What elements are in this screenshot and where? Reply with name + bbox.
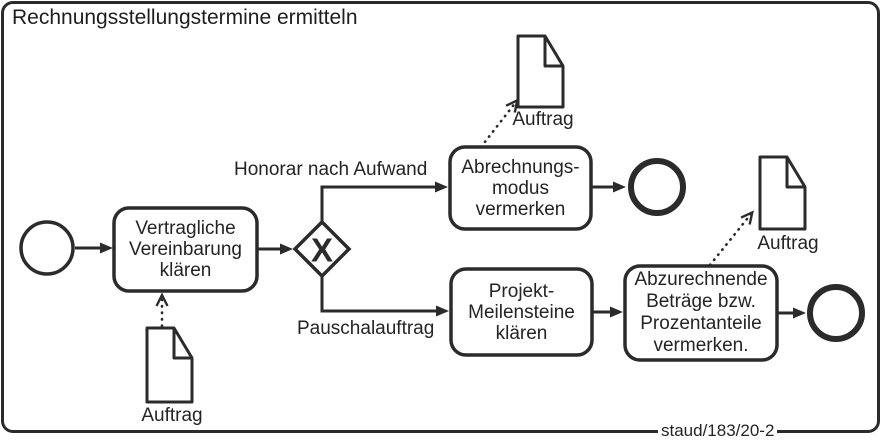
start-event: [19, 220, 75, 276]
source-credit: staud/183/20-2: [658, 421, 778, 441]
document-fold-2: [785, 157, 805, 189]
task-vertragliche-vereinbarung: [112, 206, 259, 293]
document-label-2: Auftrag: [757, 233, 819, 254]
flow-gateway-to-task3: [320, 276, 449, 317]
flow-label-honorar-nach-aufwand: Honorar nach Aufwand: [234, 159, 428, 180]
document-fold-3: [172, 328, 192, 360]
xor-gateway: [292, 219, 352, 279]
document-icon-1: [516, 34, 565, 109]
flow-label-pauschalauftrag: Pauschalauftrag: [297, 318, 435, 339]
task-projekt-meilensteine: [449, 267, 594, 357]
association-task4-to-document2: [708, 214, 751, 267]
document-label-1: Auftrag: [512, 109, 574, 130]
end-event-2: [807, 284, 865, 342]
document-icon-2: [758, 155, 807, 231]
diagram-frame: [1, 1, 880, 433]
document-fold-1: [543, 36, 563, 68]
flow-gateway-to-task2: [320, 181, 448, 222]
document-icon-3: [145, 326, 194, 404]
document-label-3: Auftrag: [141, 405, 203, 426]
end-event-1: [628, 158, 686, 216]
task-abrechnungsmodus: [448, 145, 593, 231]
xor-gateway-symbol: X: [311, 232, 333, 269]
diagram-title: Rechnungsstellungstermine ermitteln: [12, 6, 358, 29]
task-abzurechnende-betraege: [623, 264, 779, 362]
